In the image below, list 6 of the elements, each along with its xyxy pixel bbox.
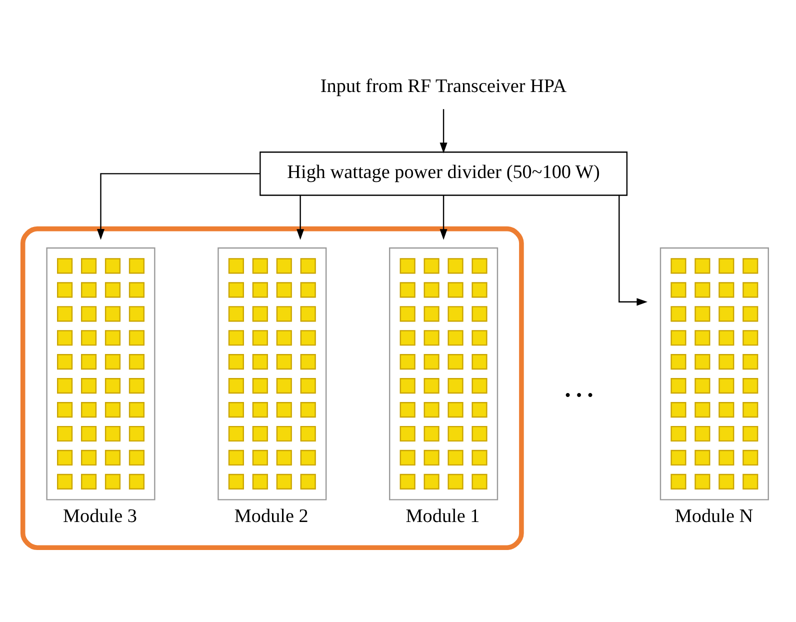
node-label: Module 3	[63, 506, 137, 527]
label: …	[562, 366, 596, 404]
node-label: Module 2	[234, 506, 308, 527]
node-label: Module 1	[406, 506, 480, 527]
node-text: Input from RF Transceiver HPA	[320, 75, 567, 96]
node-label: Module N	[674, 506, 754, 527]
